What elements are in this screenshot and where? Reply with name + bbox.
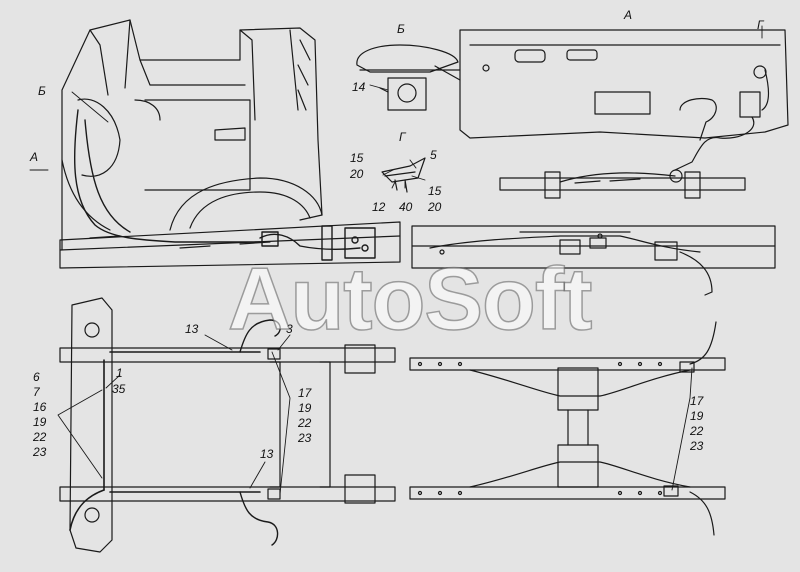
detail-g-title: Г: [399, 130, 406, 144]
detail-b-part: [356, 44, 461, 111]
callout-15b: 15: [428, 184, 442, 198]
view-g-marker: Г: [757, 18, 764, 32]
callout-19: 19: [690, 409, 704, 423]
callout-15a: 15: [350, 151, 364, 165]
callout-17: 17: [298, 386, 312, 400]
callout-1: 1: [116, 366, 123, 380]
callout-12: 12: [372, 200, 386, 214]
callout-7: 7: [33, 385, 40, 399]
callout-19: 19: [33, 415, 47, 429]
callout-22: 22: [33, 430, 47, 444]
callout-13-top: 13: [185, 322, 199, 336]
callout-stack-left: 6 7 16 19 22 23: [33, 370, 46, 460]
frame-rail-view-a: [499, 169, 746, 199]
callout-22: 22: [298, 416, 312, 430]
callout-5: 5: [430, 148, 437, 162]
callout-20a: 20: [350, 167, 364, 181]
callout-20b: 20: [428, 200, 442, 214]
label-view-a-marker: А: [30, 150, 39, 164]
view-a-title: А: [624, 8, 633, 22]
callout-13-bottom: 13: [260, 447, 274, 461]
callout-stack-plan-right: 17 19 22 23: [690, 394, 703, 454]
plan-view-left: [59, 297, 396, 553]
callout-23: 23: [33, 445, 47, 459]
callout-stack-plan-left: 17 19 22 23: [298, 386, 311, 446]
callout-17: 17: [690, 394, 704, 408]
label-view-b-marker: Б: [38, 84, 46, 98]
callout-23: 23: [690, 439, 704, 453]
plan-view-right: [409, 321, 726, 536]
callout-6: 6: [33, 370, 40, 384]
callout-3: 3: [286, 322, 293, 336]
view-a-panel: [459, 29, 789, 171]
detail-b-title: Б: [397, 22, 405, 36]
frame-rail-left: [59, 221, 401, 269]
callout-40: 40: [399, 200, 413, 214]
harness-side: [73, 109, 376, 261]
callout-19: 19: [298, 401, 312, 415]
leader-lines: [29, 25, 763, 495]
cab-side-view: [61, 19, 323, 251]
callout-16: 16: [33, 400, 47, 414]
callout-14: 14: [352, 80, 366, 94]
detail-g-part: [381, 157, 426, 193]
callout-22: 22: [690, 424, 704, 438]
callout-35: 35: [112, 382, 126, 396]
callout-23: 23: [298, 431, 312, 445]
frame-rail-right: [411, 225, 776, 296]
